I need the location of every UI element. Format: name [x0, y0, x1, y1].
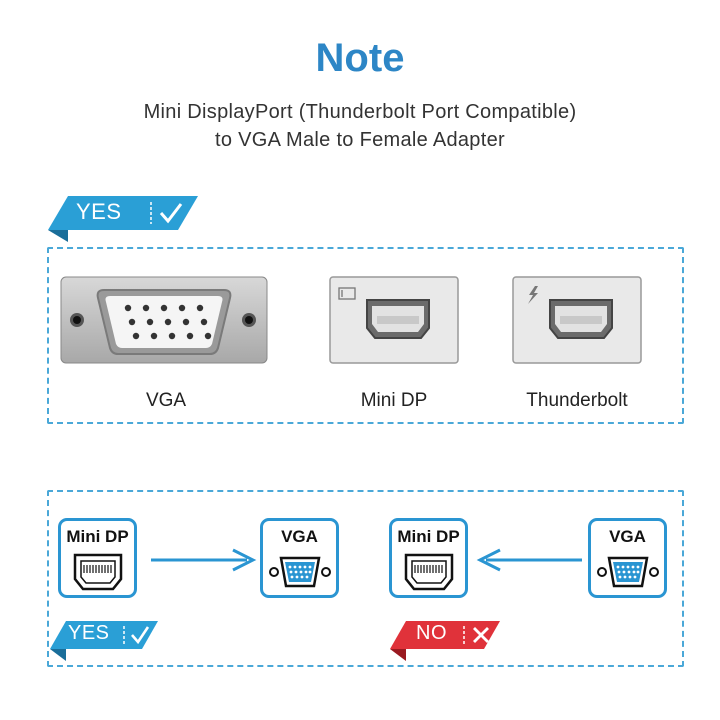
unsupported-source-card: VGA — [588, 518, 667, 598]
no-tag-text: NO — [416, 622, 447, 644]
checkmark-icon — [131, 626, 150, 645]
supported-source-card: Mini DP — [58, 518, 137, 598]
subtitle-line-2: to VGA Male to Female Adapter — [215, 129, 505, 151]
supported-target-card: VGA — [260, 518, 339, 598]
checkmark-icon — [159, 203, 183, 224]
yes-tag-bottom: YES — [48, 619, 168, 663]
page-subtitle: Mini DisplayPort (Thunderbolt Port Compa… — [0, 98, 720, 154]
vga-port-icon — [60, 276, 268, 364]
arrow-left-icon — [476, 548, 582, 572]
page-title: Note — [315, 36, 405, 80]
mini-dp-connector-icon — [404, 553, 454, 591]
unsupported-source-label: VGA — [609, 527, 646, 546]
cross-icon — [473, 627, 489, 643]
subtitle-line-1: Mini DisplayPort (Thunderbolt Port Compa… — [143, 101, 577, 123]
arrow-right-icon — [151, 548, 257, 572]
mini-dp-port-label: Mini DP — [360, 390, 428, 411]
thunderbolt-port-label: Thunderbolt — [526, 390, 628, 411]
compatible-ports-box — [47, 247, 684, 424]
mini-dp-port-icon — [329, 276, 459, 364]
unsupported-target-label: Mini DP — [397, 527, 460, 546]
yes-tag-top: YES — [48, 194, 198, 242]
thunderbolt-port-icon — [512, 276, 642, 364]
yes-tag-text: YES — [76, 199, 122, 224]
supported-source-label: Mini DP — [66, 527, 129, 546]
no-tag: NO — [388, 619, 508, 663]
yes-tag-bottom-text: YES — [68, 622, 110, 644]
vga-port-label: VGA — [145, 390, 187, 411]
unsupported-target-card: Mini DP — [389, 518, 468, 598]
direction-box — [47, 490, 684, 667]
supported-target-label: VGA — [281, 527, 318, 546]
vga-connector-icon — [269, 556, 331, 588]
mini-dp-connector-icon — [73, 553, 123, 591]
vga-connector-icon — [597, 556, 659, 588]
